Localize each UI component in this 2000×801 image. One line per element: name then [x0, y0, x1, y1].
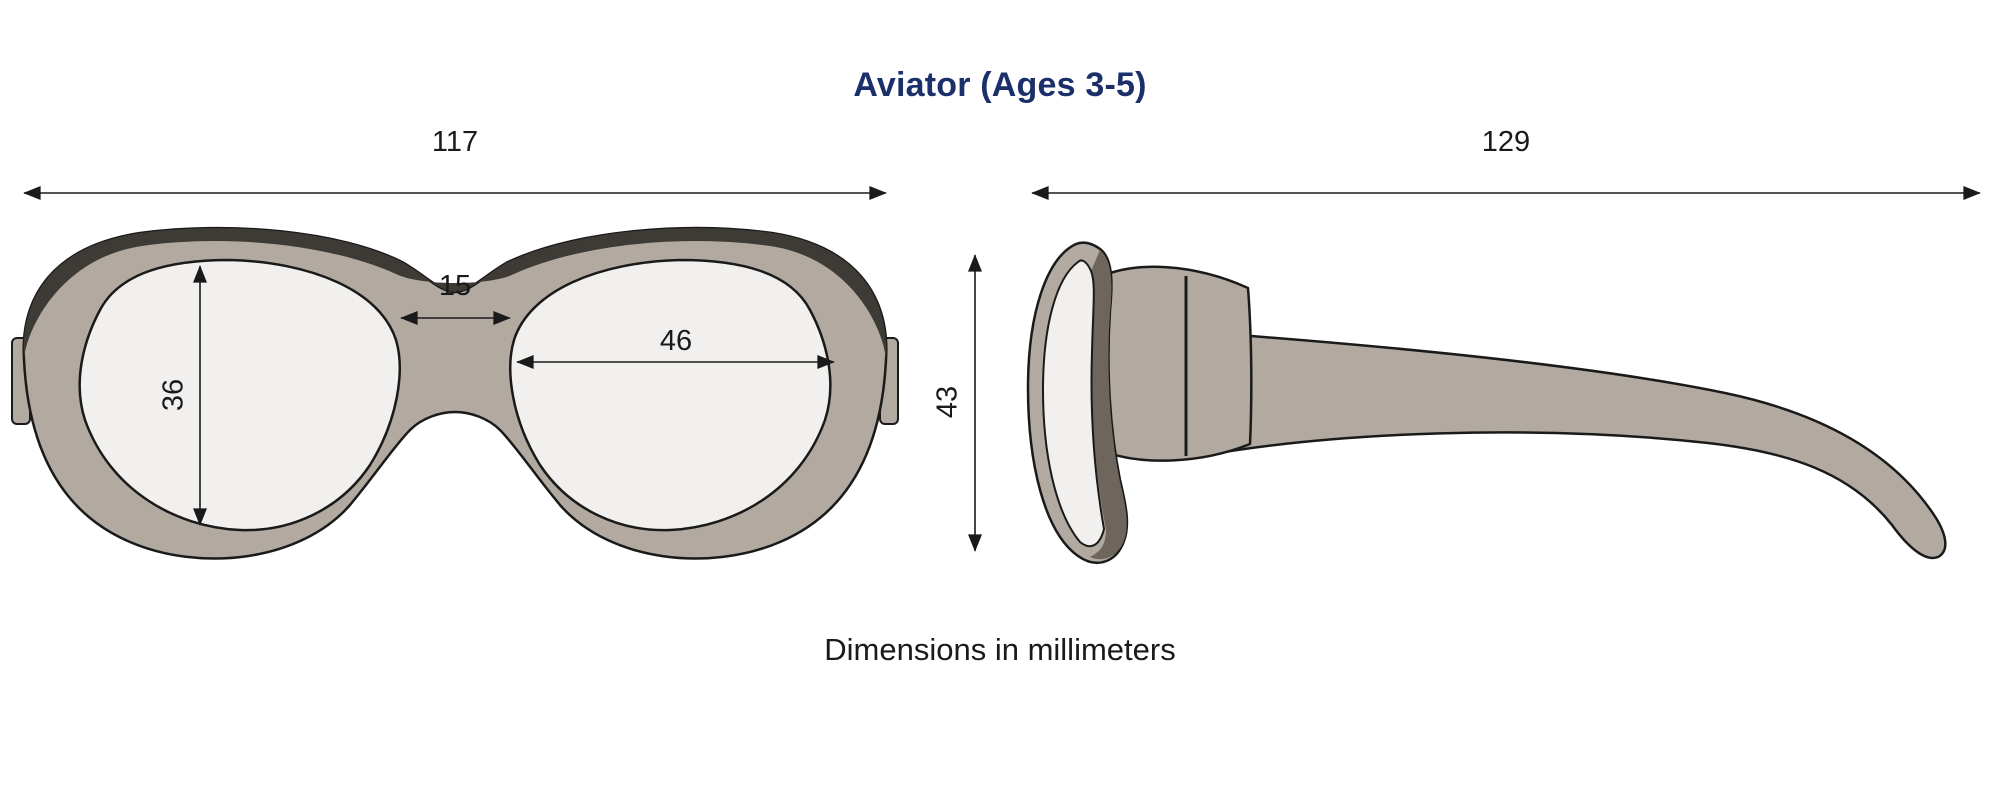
front-brow-shadow [23, 228, 887, 360]
side-total-length-label: 129 [1481, 126, 1531, 158]
side-lens-shadow [1090, 250, 1127, 560]
lens-width-label: 46 [659, 325, 693, 357]
units-note: Dimensions in millimeters [824, 632, 1176, 667]
diagram-title: Aviator (Ages 3-5) [853, 66, 1147, 104]
front-view-drawing [11, 226, 899, 560]
front-left-lens [78, 258, 401, 532]
bridge-width-label: 15 [438, 270, 472, 302]
front-total-width-label: 117 [431, 126, 479, 158]
frame-height-label: 43 [931, 385, 964, 419]
side-temple-arm [1196, 330, 1947, 560]
side-lens [1041, 259, 1106, 548]
dimension-lines [23, 186, 1981, 552]
side-endpiece [1095, 265, 1253, 462]
side-view-drawing [1026, 241, 1947, 565]
lens-height-label: 36 [157, 378, 190, 412]
front-right-lens [509, 258, 832, 532]
